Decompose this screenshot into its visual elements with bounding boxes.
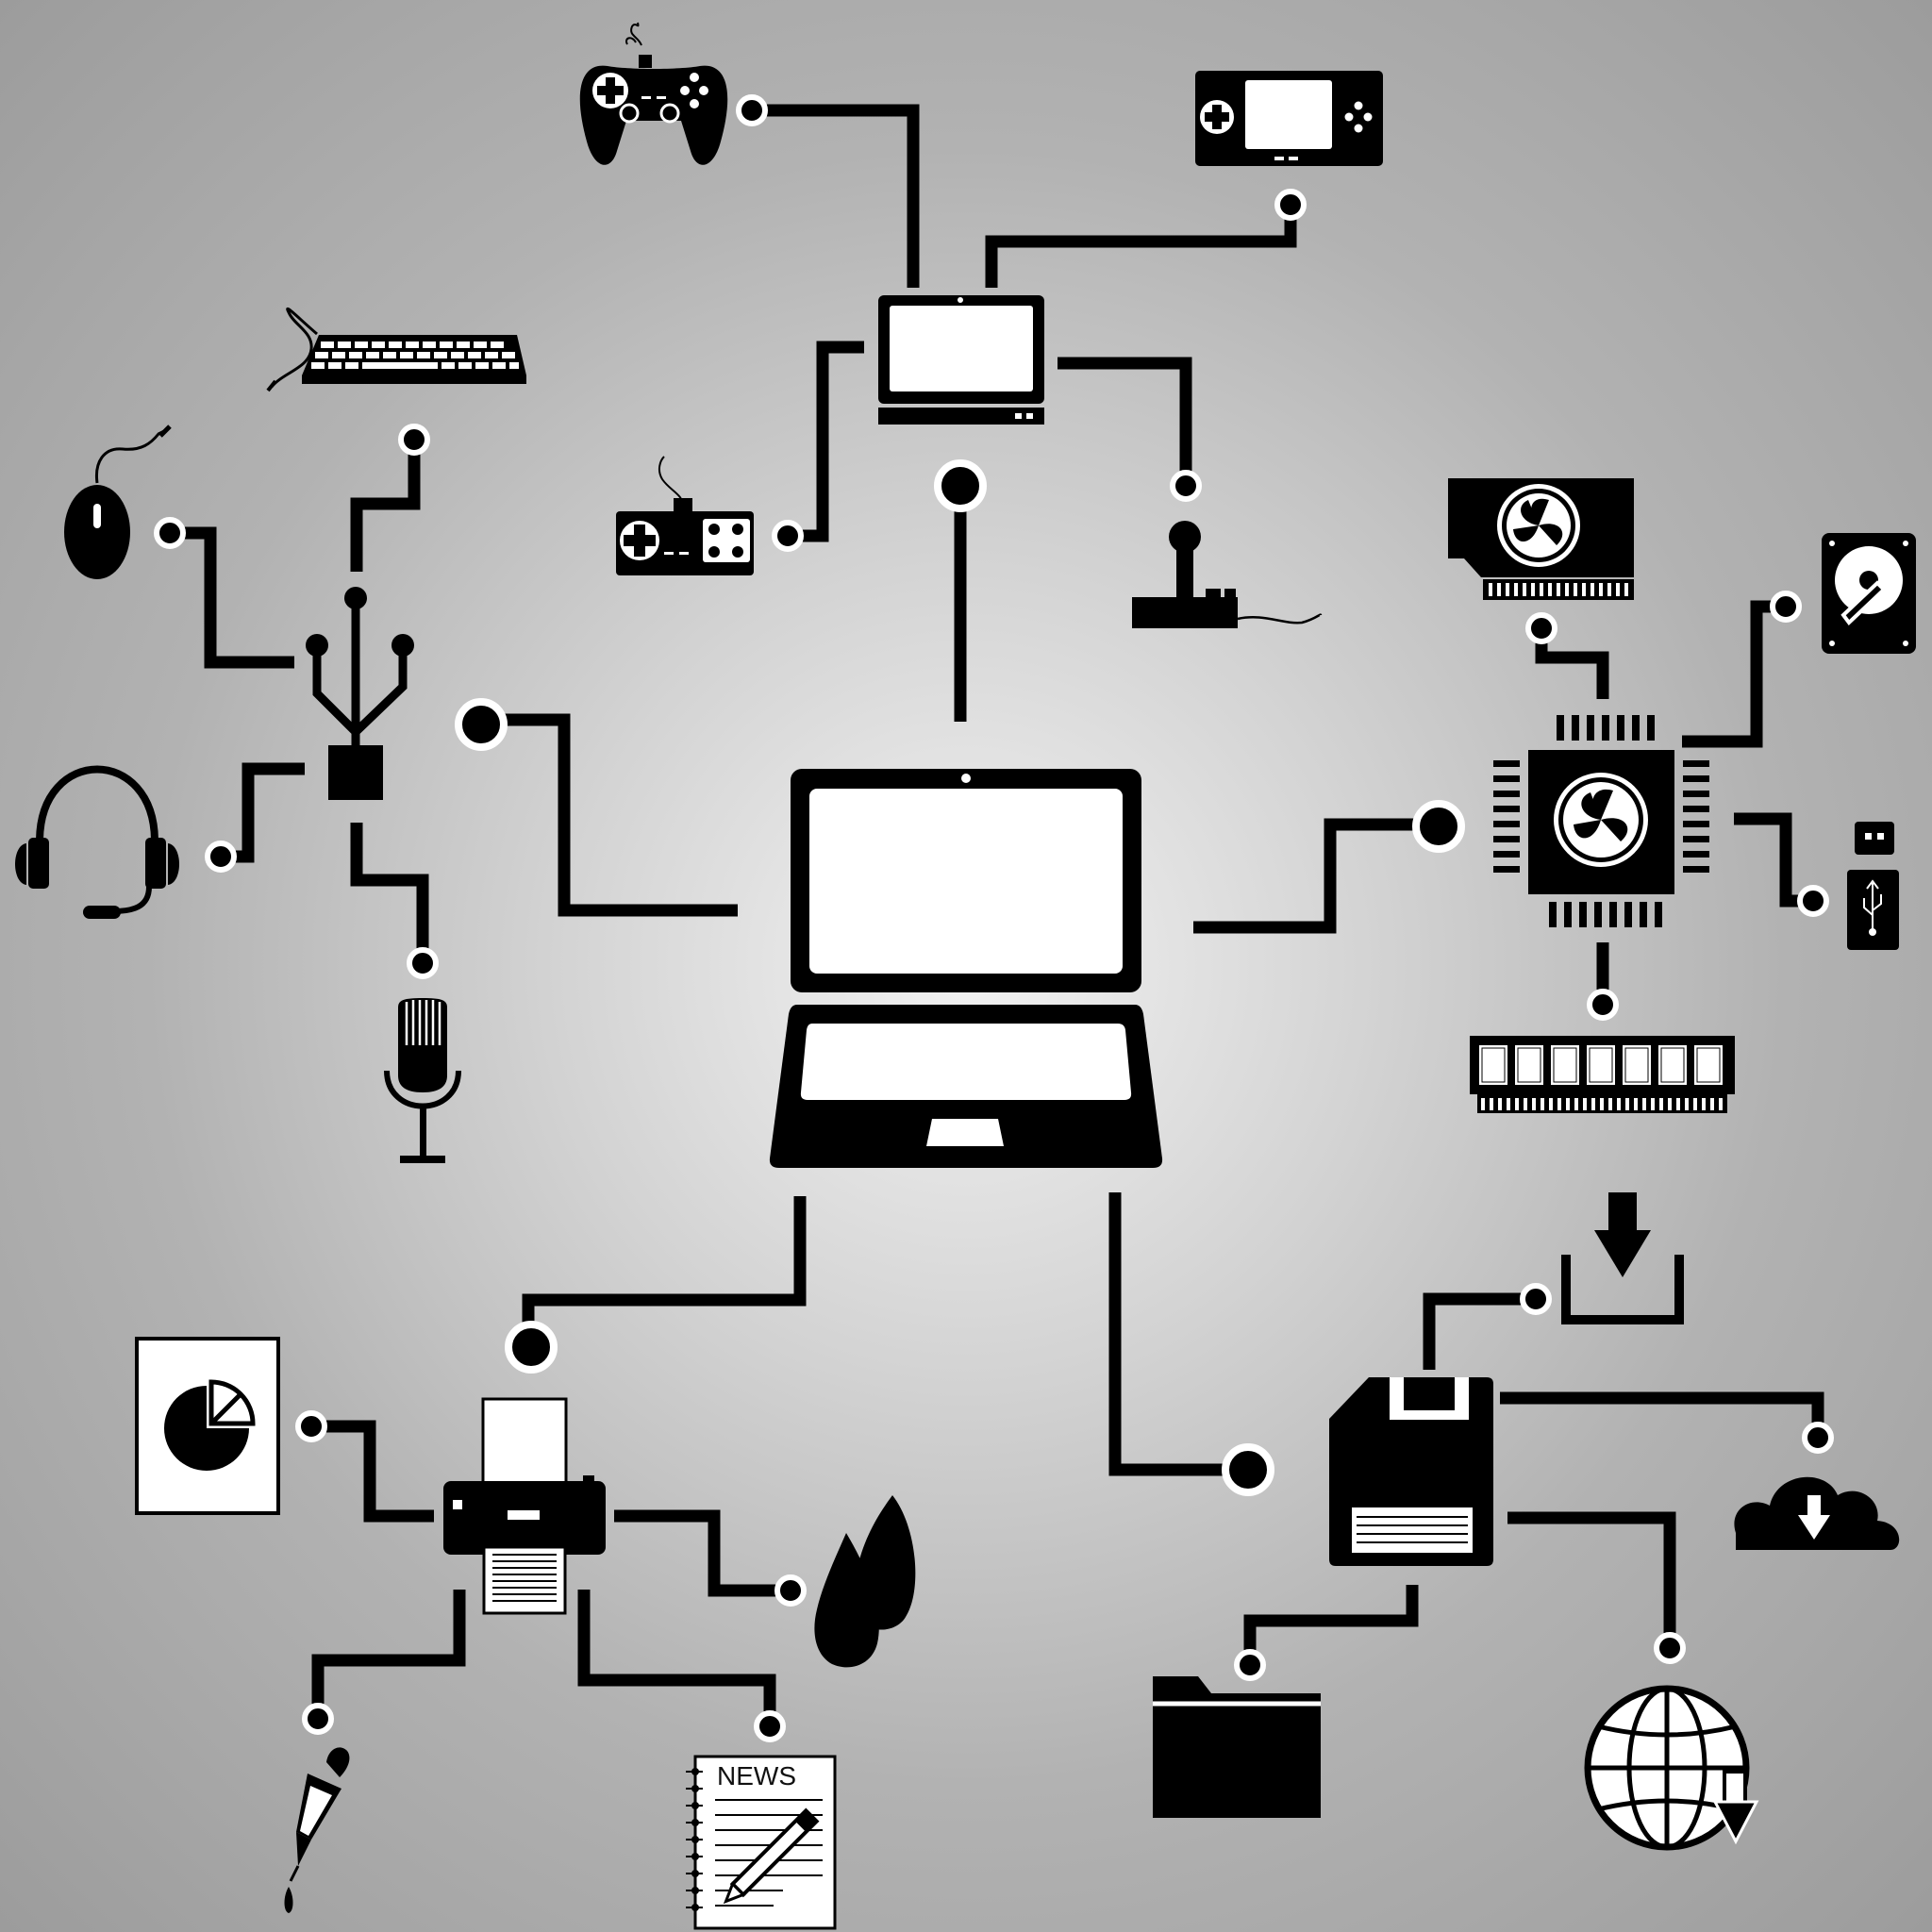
usb-symbol-icon [306,587,414,800]
node-pen [302,1703,334,1735]
node-cloud [1802,1422,1834,1454]
connector-hub-to-printer [522,1196,807,1344]
gamepad-icon [579,22,728,165]
node-hub-usb [455,698,508,751]
node-graphics-card [1525,612,1557,644]
node-mouse [154,517,186,549]
connector-joystick [1058,357,1192,486]
node-globe [1654,1632,1686,1664]
retro-controller-icon [616,456,754,575]
node-download-tray [1520,1283,1552,1315]
node-gamepad [736,94,768,126]
connector-flash-drive [1734,812,1813,908]
node-microphone [407,947,439,979]
graphics-card-icon [1448,478,1634,600]
connector-hub-to-cpu [1193,818,1434,934]
handheld-console-icon [1195,71,1383,166]
monitor-console-icon [878,295,1044,425]
news-label: NEWS [717,1761,796,1790]
connector-handheld [985,205,1297,288]
connector-headset [221,762,305,863]
node-hub-console [934,459,987,512]
globe-download-icon [1584,1685,1759,1851]
node-hub-cpu [1412,800,1465,853]
node-headset [205,841,237,873]
connector-ink [614,1509,791,1597]
download-tray-icon [1561,1192,1684,1324]
connector-retro-controller [788,341,864,542]
connector-microphone [350,823,429,963]
cloud-download-icon [1734,1476,1900,1550]
node-keyboard [398,424,430,456]
connector-keyboard [350,440,421,572]
node-hub-printer [505,1321,558,1374]
connector-mouse [170,526,294,669]
printer-icon [443,1397,606,1615]
connector-pen [311,1590,466,1719]
node-flash-drive [1797,885,1829,917]
node-joystick [1170,470,1202,502]
folder-icon [1153,1676,1321,1818]
ink-drops-icon [814,1495,916,1668]
connector-hub-to-usb [486,713,738,917]
node-hub-storage [1222,1443,1274,1496]
connector-gamepad [752,104,920,288]
floppy-disk-icon [1329,1377,1493,1566]
node-news [754,1710,786,1742]
pen-icon [284,1747,350,1913]
connector-nodes [154,94,1834,1742]
connector-globe [1507,1511,1676,1648]
node-retro-controller [772,520,804,552]
news-notepad-icon: NEWS [686,1755,837,1930]
connector-pie-document [311,1420,434,1523]
node-ram [1587,989,1619,1021]
laptop-icon [769,769,1163,1168]
microphone-icon [384,998,461,1163]
connector-folder [1243,1585,1419,1665]
node-pie-document [295,1410,327,1442]
node-handheld [1274,189,1307,221]
node-hard-disk [1770,591,1802,623]
connector-download-tray [1423,1292,1536,1370]
connector-hard-disk [1682,600,1786,748]
connector-cloud [1500,1391,1824,1438]
connector-hub-to-storage [1108,1192,1245,1476]
cpu-chip-icon [1493,715,1709,927]
headset-icon [15,765,179,919]
usb-flash-drive-icon [1847,822,1899,950]
ram-module-icon [1470,1036,1735,1113]
node-folder [1234,1649,1266,1681]
hard-disk-icon [1822,533,1916,654]
connector-news [577,1590,776,1726]
joystick-icon [1132,521,1323,628]
mouse-icon [64,425,172,579]
pie-chart-document-icon [135,1337,280,1515]
keyboard-icon [266,307,526,392]
node-ink [774,1574,807,1607]
